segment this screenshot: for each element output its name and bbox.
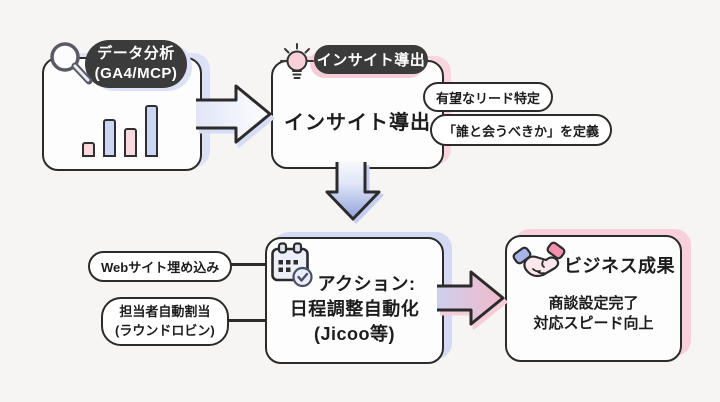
callout-lead-label: 有望なリード特定 bbox=[436, 90, 541, 106]
handshake-icon bbox=[512, 241, 566, 278]
badge-insight: インサイト導出 bbox=[314, 45, 428, 74]
outcome-line1: 商談設定完了 bbox=[548, 295, 639, 312]
badge-label: インサイト導出 bbox=[316, 52, 426, 69]
insight-title: インサイト導出 bbox=[284, 112, 431, 134]
callout-who-to-meet-label: 「誰と会うべきか」を定義 bbox=[443, 123, 600, 139]
arrow-step2-to-step3 bbox=[325, 162, 381, 221]
outcome-text: 商談設定完了 対応スピード向上 bbox=[507, 294, 680, 334]
arrow-step1-to-step2 bbox=[196, 84, 272, 144]
action-line3: (Jicoo等) bbox=[313, 324, 395, 344]
chart-bar bbox=[145, 105, 158, 157]
outcome-line2: 対応スピード向上 bbox=[533, 315, 654, 332]
action-text: アクション: 日程調整自動化 (Jicoo等) bbox=[267, 272, 442, 347]
connector-input2 bbox=[224, 319, 270, 322]
bar-chart bbox=[82, 105, 158, 157]
callout-who-to-meet: 「誰と会うべきか」を定義 bbox=[430, 114, 613, 146]
chart-bar bbox=[124, 128, 137, 157]
chart-bar bbox=[82, 142, 95, 157]
input-pill-round-robin: 担当者自動割当 (ラウンドロビン) bbox=[101, 297, 229, 346]
input2-line2: (ラウンドロビン) bbox=[115, 322, 215, 338]
callout-lead: 有望なリード特定 bbox=[423, 82, 554, 112]
lightbulb-icon bbox=[280, 43, 314, 79]
badge-line2: (GA4/MCP) bbox=[94, 65, 178, 82]
arrow-step3-to-step4 bbox=[437, 270, 505, 326]
action-line2: 日程調整自動化 bbox=[289, 299, 420, 319]
chart-bar bbox=[103, 119, 116, 157]
badge-data-analysis: データ分析 (GA4/MCP) bbox=[85, 40, 187, 88]
badge-line1: データ分析 bbox=[97, 45, 175, 63]
action-line1: アクション: bbox=[317, 274, 416, 294]
calendar-check-icon bbox=[271, 242, 313, 288]
connector-input1 bbox=[218, 263, 270, 266]
input2-line1: 担当者自動割当 bbox=[119, 304, 211, 320]
outcome-title: ビジネス成果 bbox=[564, 256, 675, 276]
input1-label: Webサイト埋め込み bbox=[101, 260, 220, 275]
magnifier-icon bbox=[50, 42, 93, 85]
input-pill-web-embed: Webサイト埋め込み bbox=[88, 251, 233, 282]
